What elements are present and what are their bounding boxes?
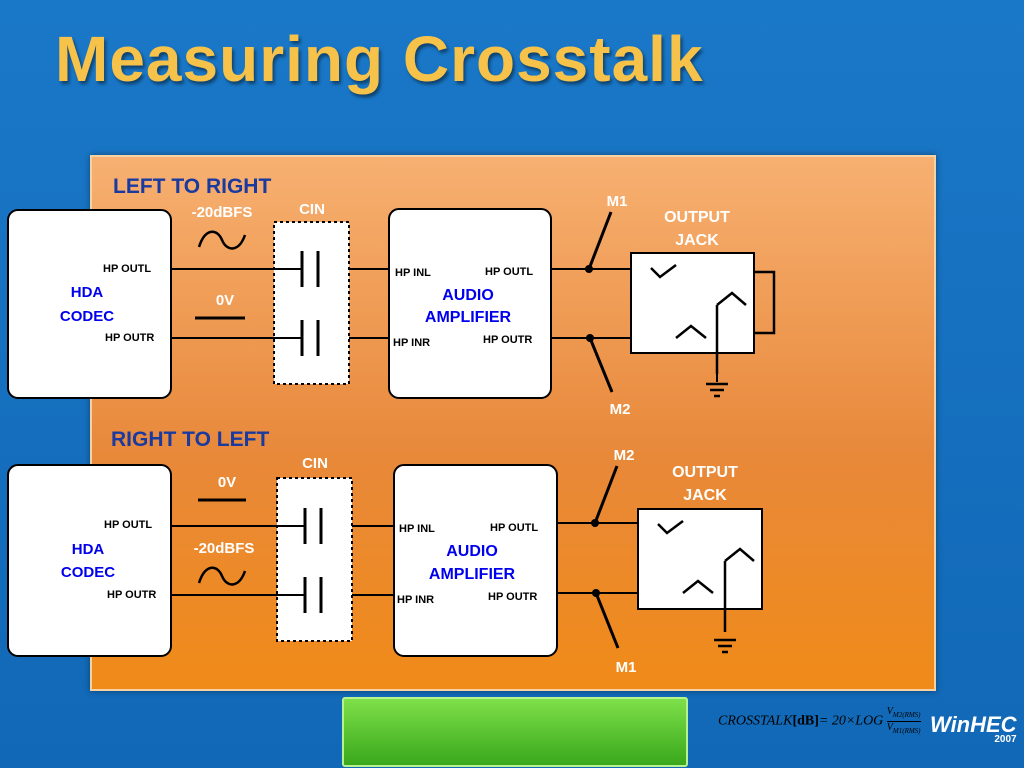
top-amp-inr: HP INR: [393, 337, 430, 349]
logo-year: 2007: [994, 734, 1017, 745]
bottom-probe-m1: [594, 592, 620, 649]
top-amp-outr: HP OUTR: [483, 334, 532, 346]
top-section: LEFT TO RIGHT HDA CODEC HP OUTL HP OUTR …: [7, 175, 776, 418]
top-amp-name-2: AMPLIFIER: [425, 309, 512, 326]
top-codec-name-1: HDA: [71, 284, 104, 301]
top-zero-label: 0V: [216, 292, 234, 309]
bottom-hda-codec-box: [7, 464, 172, 657]
bottom-heading: RIGHT TO LEFT: [111, 428, 269, 451]
top-signal-label: -20dBFS: [192, 204, 253, 221]
top-probe-m1: [587, 211, 613, 270]
winhec-logo: WinHEC 2007: [930, 712, 1017, 745]
bottom-probe-m2: [593, 465, 619, 524]
bottom-amp-inl: HP INL: [399, 523, 435, 535]
bottom-section: RIGHT TO LEFT HDA CODEC HP OUTL HP OUTR …: [7, 428, 763, 676]
top-amp-name-1: AUDIO: [442, 287, 494, 304]
bottom-jack-label-2: JACK: [683, 487, 727, 504]
bottom-m-bottom-label: M1: [616, 659, 637, 676]
bottom-codec-outr: HP OUTR: [107, 589, 156, 601]
bottom-sine-icon: [197, 566, 247, 586]
top-jack-label-1: OUTPUT: [664, 209, 730, 226]
bottom-amp-outr: HP OUTR: [488, 591, 537, 603]
crosstalk-formula: CROSSTALK[dB]= 20×LOG VM2(RMS) VM1(RMS): [718, 706, 921, 737]
bottom-codec-name-1: HDA: [72, 541, 105, 558]
top-probe-m2: [588, 337, 614, 393]
green-action-button[interactable]: [342, 697, 688, 767]
bottom-jack-label-1: OUTPUT: [672, 464, 738, 481]
bottom-cin-box: [276, 477, 353, 642]
top-amp-inl: HP INL: [395, 267, 431, 279]
bottom-amp-inr: HP INR: [397, 594, 434, 606]
bottom-codec-outl: HP OUTL: [104, 519, 152, 531]
formula-numerator-sub: M2(RMS): [892, 711, 921, 719]
logo-text: WinHEC: [930, 712, 1017, 737]
top-m-top-label: M1: [607, 193, 628, 210]
bottom-codec-name-2: CODEC: [61, 564, 115, 581]
bottom-amp-name-1: AUDIO: [446, 543, 498, 560]
bottom-audio-amplifier-box: [393, 464, 558, 657]
top-cin-label: CIN: [299, 201, 325, 218]
formula-rhs: = 20×LOG: [818, 713, 884, 729]
formula-denominator-sub: M1(RMS): [892, 727, 921, 735]
top-codec-name-2: CODEC: [60, 308, 114, 325]
bottom-amp-outl: HP OUTL: [490, 522, 538, 534]
top-codec-outr: HP OUTR: [105, 332, 154, 344]
bottom-zero-label: 0V: [218, 474, 236, 491]
bottom-m-top-label: M2: [614, 447, 635, 464]
top-amp-outl: HP OUTL: [485, 266, 533, 278]
bottom-cin-label: CIN: [302, 455, 328, 472]
formula-fraction: VM2(RMS) VM1(RMS): [886, 706, 921, 737]
top-sine-icon: [197, 230, 247, 250]
top-audio-amplifier-box: [388, 208, 552, 399]
top-hda-codec-box: [7, 209, 172, 399]
formula-unit: [dB]: [792, 713, 819, 729]
top-output-jack-box: [630, 252, 755, 354]
top-codec-outl: HP OUTL: [103, 263, 151, 275]
top-heading: LEFT TO RIGHT: [113, 175, 271, 198]
top-cin-box: [273, 221, 350, 385]
slide-title: Measuring Crosstalk: [55, 23, 704, 95]
formula-denominator: V: [886, 722, 893, 733]
bottom-output-jack-box: [637, 508, 763, 610]
bottom-signal-label: -20dBFS: [194, 540, 255, 557]
formula-lhs: CROSSTALK: [718, 713, 793, 729]
formula-numerator: V: [886, 706, 893, 717]
top-m-bottom-label: M2: [610, 401, 631, 418]
top-jack-label-2: JACK: [675, 232, 719, 249]
bottom-amp-name-2: AMPLIFIER: [429, 566, 516, 583]
